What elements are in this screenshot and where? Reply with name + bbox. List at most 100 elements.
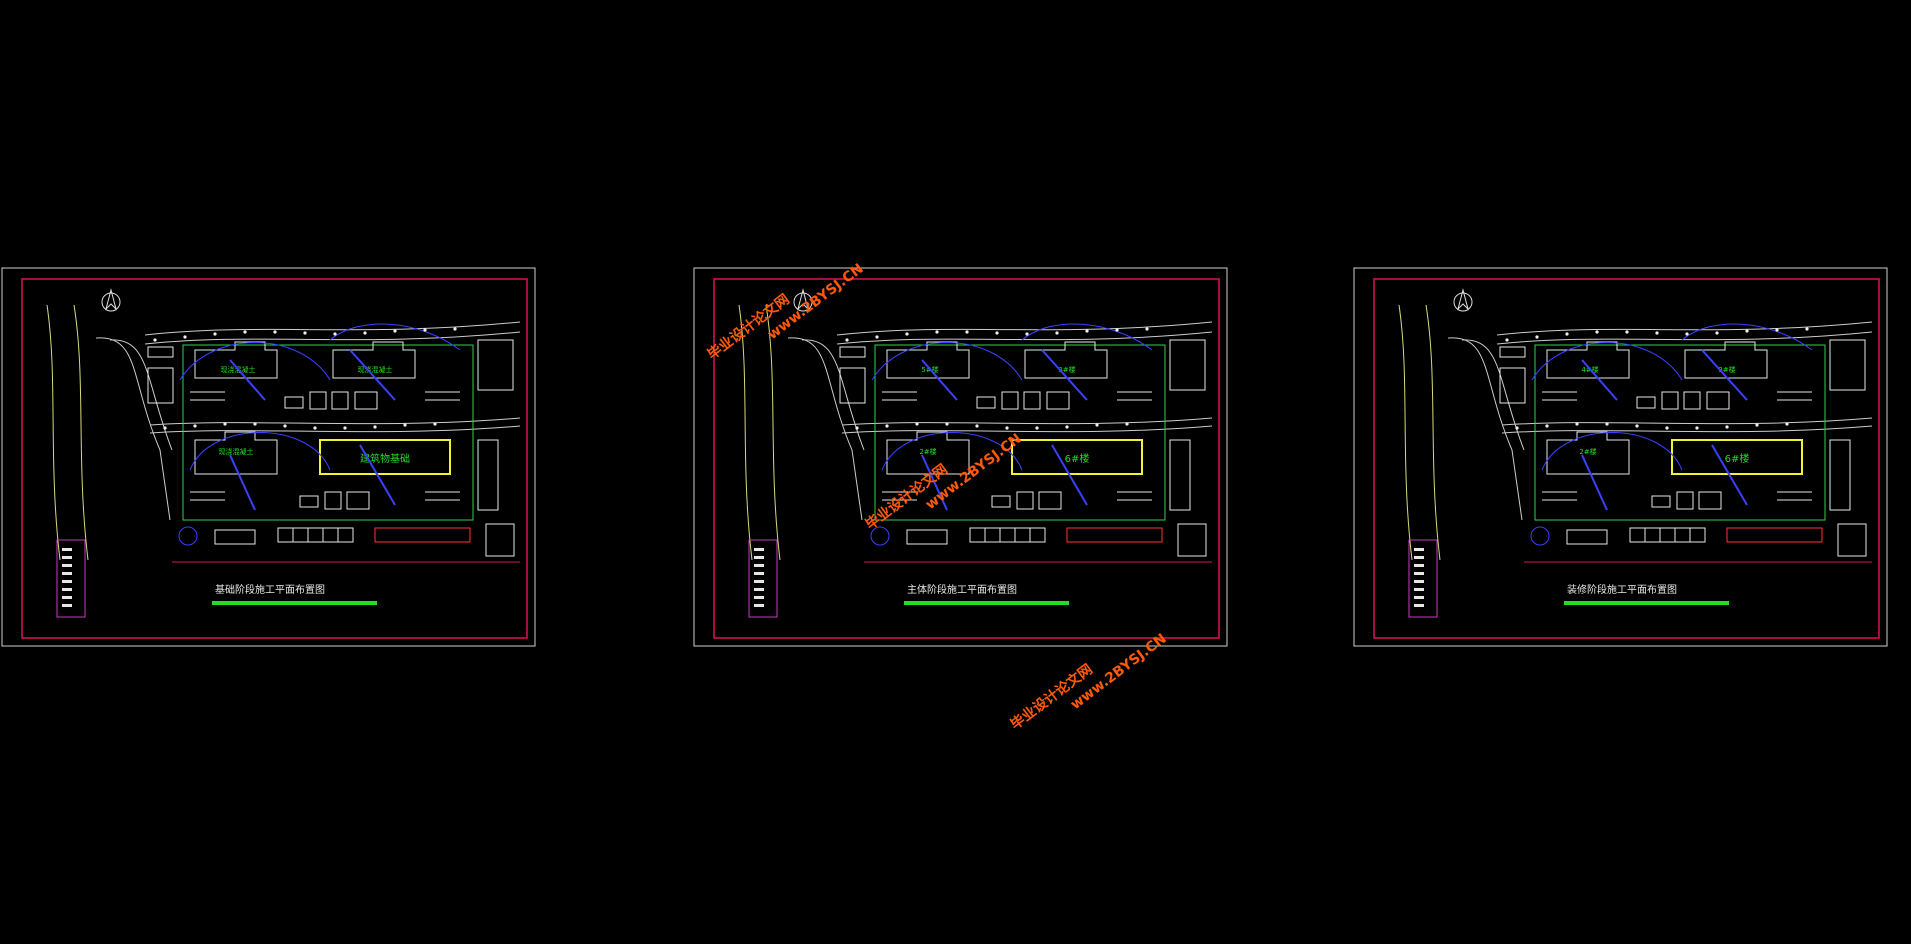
sheet-frame <box>693 267 1228 647</box>
tree-dots <box>845 327 1149 430</box>
legend-box <box>56 539 86 618</box>
top-road-edge <box>144 331 521 345</box>
tower-crane-boom <box>1041 349 1088 401</box>
sheet-title-border <box>21 278 528 639</box>
crane-radius-bottom <box>881 432 1023 471</box>
crane-radius-bottom <box>1541 432 1683 471</box>
building-top-right[interactable] <box>1684 341 1768 379</box>
middle-road-edge <box>1501 425 1873 434</box>
title-underline <box>904 601 1069 605</box>
site-boundary <box>1534 344 1826 521</box>
tree-dots <box>153 327 457 430</box>
title-underline <box>212 601 377 605</box>
sheet-frame <box>1 267 536 647</box>
tower-crane-boom <box>229 454 256 511</box>
site-boundary <box>182 344 474 521</box>
building-bottom-left-label: 2#楼 <box>1579 447 1596 456</box>
building-top-right[interactable] <box>1024 341 1108 379</box>
fence-section <box>1066 527 1163 543</box>
crane-radius-top-right <box>1681 323 1813 351</box>
building-top-left[interactable] <box>886 341 970 379</box>
top-road <box>144 321 521 336</box>
tower-crane-boom <box>921 359 958 401</box>
sheet-frame <box>1353 267 1888 647</box>
tower-crane-boom <box>229 359 266 401</box>
building-bottom-left-label: 2#楼 <box>919 447 936 456</box>
crane-radius-bottom <box>189 432 331 471</box>
building-bottom-left[interactable] <box>1546 431 1630 475</box>
crane-radius-top-right <box>329 323 461 351</box>
building-bottom-right-highlight[interactable] <box>1671 439 1803 475</box>
tower-crane-boom <box>359 444 396 506</box>
access-road <box>95 337 171 521</box>
sheet-title: 基础阶段施工平面布置图 <box>215 583 325 596</box>
sheet-title: 主体阶段施工平面布置图 <box>907 583 1017 596</box>
crane-radius-top <box>179 342 331 381</box>
north-arrow-icon <box>101 288 121 312</box>
building-bottom-right-highlight[interactable] <box>319 439 451 475</box>
access-road <box>787 337 863 521</box>
building-top-right-label: 3#楼 <box>1058 365 1075 374</box>
middle-road-edge <box>841 425 1213 434</box>
sheet-title: 装修阶段施工平面布置图 <box>1567 583 1677 596</box>
building-top-right-label: 3#楼 <box>1718 365 1735 374</box>
tree-dots <box>1505 327 1809 430</box>
legend-entries <box>1414 548 1424 607</box>
crane-radius-top <box>1531 342 1683 381</box>
drawing-sheet-structure[interactable]: 5#楼 3#楼 2#楼 6#楼 <box>693 267 1228 647</box>
top-road-edge <box>836 331 1213 345</box>
north-arrow-icon <box>793 288 813 312</box>
top-road-edge <box>1496 331 1873 345</box>
tower-crane-boom <box>1581 359 1618 401</box>
river-bank-left <box>1398 304 1413 561</box>
building-top-right[interactable] <box>332 341 416 379</box>
site-boundary <box>874 344 1166 521</box>
fence-section <box>1726 527 1823 543</box>
building-bottom-right-label: 6#楼 <box>1065 452 1090 465</box>
river-bank-left <box>738 304 753 561</box>
temporary-facilities <box>839 339 1207 557</box>
river-bank-left <box>46 304 61 561</box>
tower-crane-boom <box>349 349 396 401</box>
legend-entries <box>754 548 764 607</box>
building-top-right-label: 现浇混凝土 <box>358 365 393 374</box>
water-tank-icon <box>1530 526 1550 546</box>
drawing-sheet-foundation[interactable]: 现浇混凝土 现浇混凝土 现浇混凝土 建筑物基础 <box>1 267 536 647</box>
building-bottom-left[interactable] <box>886 431 970 475</box>
top-road <box>836 321 1213 336</box>
building-bottom-right-label: 6#楼 <box>1725 452 1750 465</box>
north-arrow-icon <box>1453 288 1473 312</box>
middle-road <box>841 417 1213 426</box>
drawing-sheet-decoration[interactable]: 4#楼 3#楼 2#楼 6#楼 <box>1353 267 1888 647</box>
top-road <box>1496 321 1873 336</box>
tower-crane-boom <box>1711 444 1748 506</box>
water-tank-icon <box>870 526 890 546</box>
building-bottom-right-label: 建筑物基础 <box>360 452 410 465</box>
river-bank-right <box>1425 304 1441 561</box>
middle-road <box>1501 417 1873 426</box>
sheet-title-border <box>1373 278 1880 639</box>
building-top-left[interactable] <box>194 341 278 379</box>
fence-section <box>374 527 471 543</box>
middle-road <box>149 417 521 426</box>
building-top-left[interactable] <box>1546 341 1630 379</box>
tower-crane-boom <box>1701 349 1748 401</box>
middle-road-edge <box>149 425 521 434</box>
building-bottom-left[interactable] <box>194 431 278 475</box>
crane-radius-top-right <box>1021 323 1153 351</box>
crane-radius-top <box>871 342 1023 381</box>
building-bottom-right-highlight[interactable] <box>1011 439 1143 475</box>
legend-box <box>748 539 778 618</box>
temporary-facilities <box>1499 339 1867 557</box>
river-bank-right <box>765 304 781 561</box>
river-bank-right <box>73 304 89 561</box>
title-underline <box>1564 601 1729 605</box>
tower-crane-boom <box>1051 444 1088 506</box>
access-road <box>1447 337 1523 521</box>
legend-box <box>1408 539 1438 618</box>
building-bottom-left-label: 现浇混凝土 <box>219 447 254 456</box>
temporary-facilities <box>147 339 515 557</box>
tower-crane-boom <box>921 454 948 511</box>
